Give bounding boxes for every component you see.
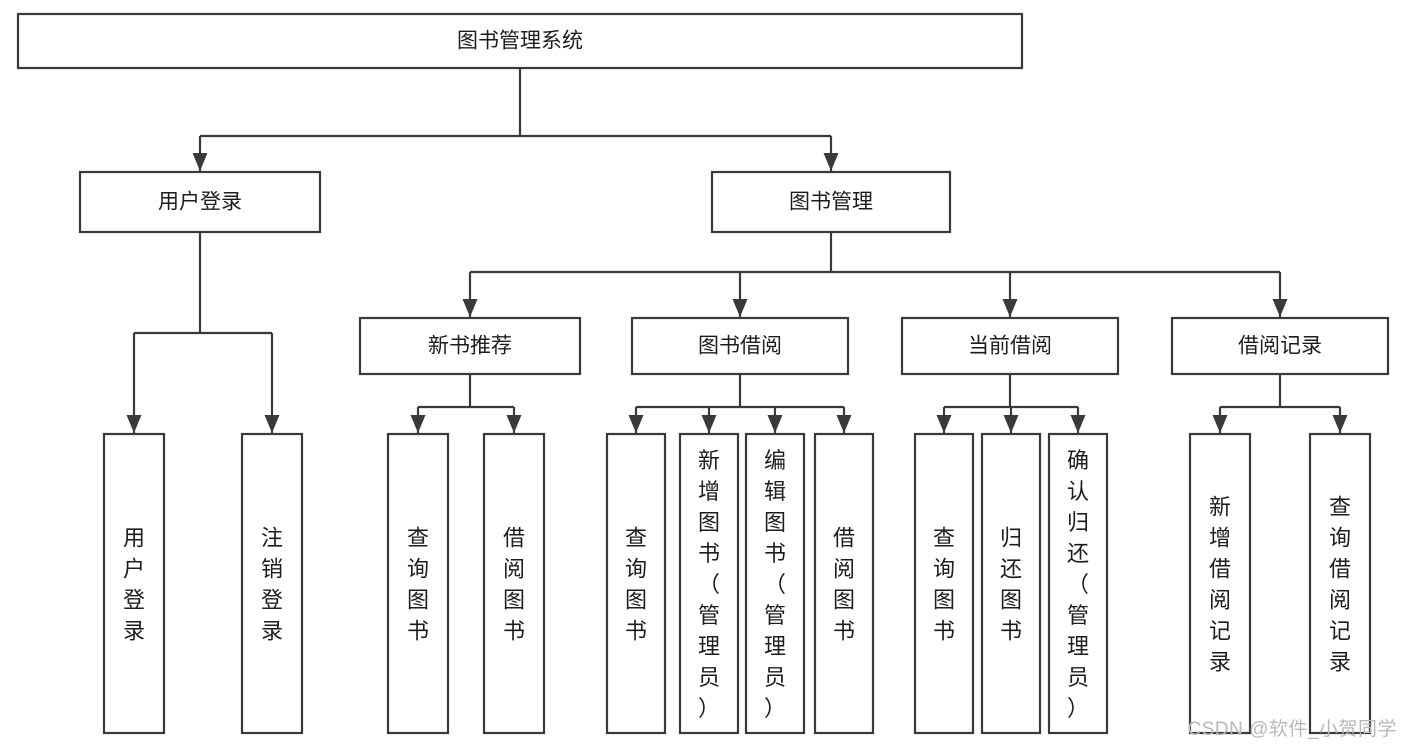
node-label-current-borrow: 当前借阅 bbox=[968, 335, 1052, 358]
node-label-leaf-return-book: 归还图书 bbox=[1000, 526, 1022, 644]
node-label-leaf-confirm-return: 确认归还（管理员） bbox=[1067, 448, 1089, 721]
node-label-leaf-query-book-2: 查询图书 bbox=[625, 526, 647, 644]
node-box-leaf-query-book-2[interactable] bbox=[605, 432, 667, 735]
edge-arrowhead bbox=[192, 153, 208, 171]
node-box-leaf-query-book-3[interactable] bbox=[913, 432, 975, 735]
node-box-leaf-edit-book[interactable] bbox=[744, 432, 806, 735]
node-label-book-borrow: 图书借阅 bbox=[698, 335, 782, 358]
node-label-leaf-logout: 注销登录 bbox=[261, 526, 283, 644]
edge-arrowhead bbox=[462, 299, 478, 317]
edge-arrowhead bbox=[936, 415, 952, 433]
node-box-new-book-recommend[interactable] bbox=[358, 316, 582, 376]
edge-arrowhead bbox=[506, 415, 522, 433]
node-box-current-borrow[interactable] bbox=[900, 316, 1120, 376]
node-label-leaf-add-book: 新增图书（管理员） bbox=[698, 448, 720, 721]
node-box-leaf-borrow-book-1[interactable] bbox=[482, 432, 546, 735]
edge-arrowhead bbox=[264, 415, 280, 433]
edge-arrowhead bbox=[732, 299, 748, 317]
node-label-leaf-edit-book: 编辑图书（管理员） bbox=[764, 448, 786, 721]
edge-arrowhead bbox=[410, 415, 426, 433]
node-box-leaf-return-book[interactable] bbox=[980, 432, 1042, 735]
edge-arrowhead bbox=[767, 415, 783, 433]
node-box-leaf-add-book[interactable] bbox=[678, 432, 740, 735]
node-box-leaf-borrow-book-2[interactable] bbox=[813, 432, 875, 735]
edge-arrowhead bbox=[1332, 415, 1348, 433]
node-box-leaf-logout[interactable] bbox=[240, 432, 304, 735]
node-label-leaf-borrow-book-2: 借阅图书 bbox=[833, 526, 855, 644]
edge-arrowhead bbox=[836, 415, 852, 433]
node-label-leaf-borrow-book-1: 借阅图书 bbox=[503, 526, 525, 644]
node-box-book-borrow[interactable] bbox=[630, 316, 850, 376]
node-label-leaf-query-record: 查询借阅记录 bbox=[1329, 495, 1351, 675]
node-label-new-book-recommend: 新书推荐 bbox=[428, 335, 512, 358]
node-box-leaf-user-login[interactable] bbox=[102, 432, 166, 735]
edge-arrowhead bbox=[1002, 299, 1018, 317]
edge-arrowhead bbox=[628, 415, 644, 433]
node-box-leaf-query-book-1[interactable] bbox=[386, 432, 450, 735]
node-label-leaf-user-login: 用户登录 bbox=[123, 526, 145, 644]
node-label-borrow-record: 借阅记录 bbox=[1238, 335, 1322, 358]
node-label-leaf-query-book-3: 查询图书 bbox=[933, 526, 955, 644]
node-label-user-login: 用户登录 bbox=[158, 191, 242, 214]
node-box-book-manage[interactable] bbox=[710, 170, 952, 234]
node-box-leaf-confirm-return[interactable] bbox=[1047, 432, 1109, 735]
node-box-root[interactable] bbox=[16, 12, 1024, 70]
edge-arrowhead bbox=[1003, 415, 1019, 433]
edge-arrowhead bbox=[1272, 299, 1288, 317]
node-label-leaf-add-record: 新增借阅记录 bbox=[1209, 495, 1231, 675]
node-box-leaf-query-record[interactable] bbox=[1308, 432, 1372, 735]
edge-arrowhead bbox=[701, 415, 717, 433]
node-label-root: 图书管理系统 bbox=[457, 30, 583, 53]
node-box-borrow-record[interactable] bbox=[1170, 316, 1390, 376]
edge-arrowhead bbox=[1212, 415, 1228, 433]
edge-arrowhead bbox=[126, 415, 142, 433]
edge-arrowhead bbox=[1070, 415, 1086, 433]
node-box-user-login[interactable] bbox=[78, 170, 322, 234]
node-label-leaf-query-book-1: 查询图书 bbox=[407, 526, 429, 644]
node-box-leaf-add-record[interactable] bbox=[1188, 432, 1252, 735]
edge-arrowhead bbox=[823, 153, 839, 171]
node-label-book-manage: 图书管理 bbox=[789, 191, 873, 214]
